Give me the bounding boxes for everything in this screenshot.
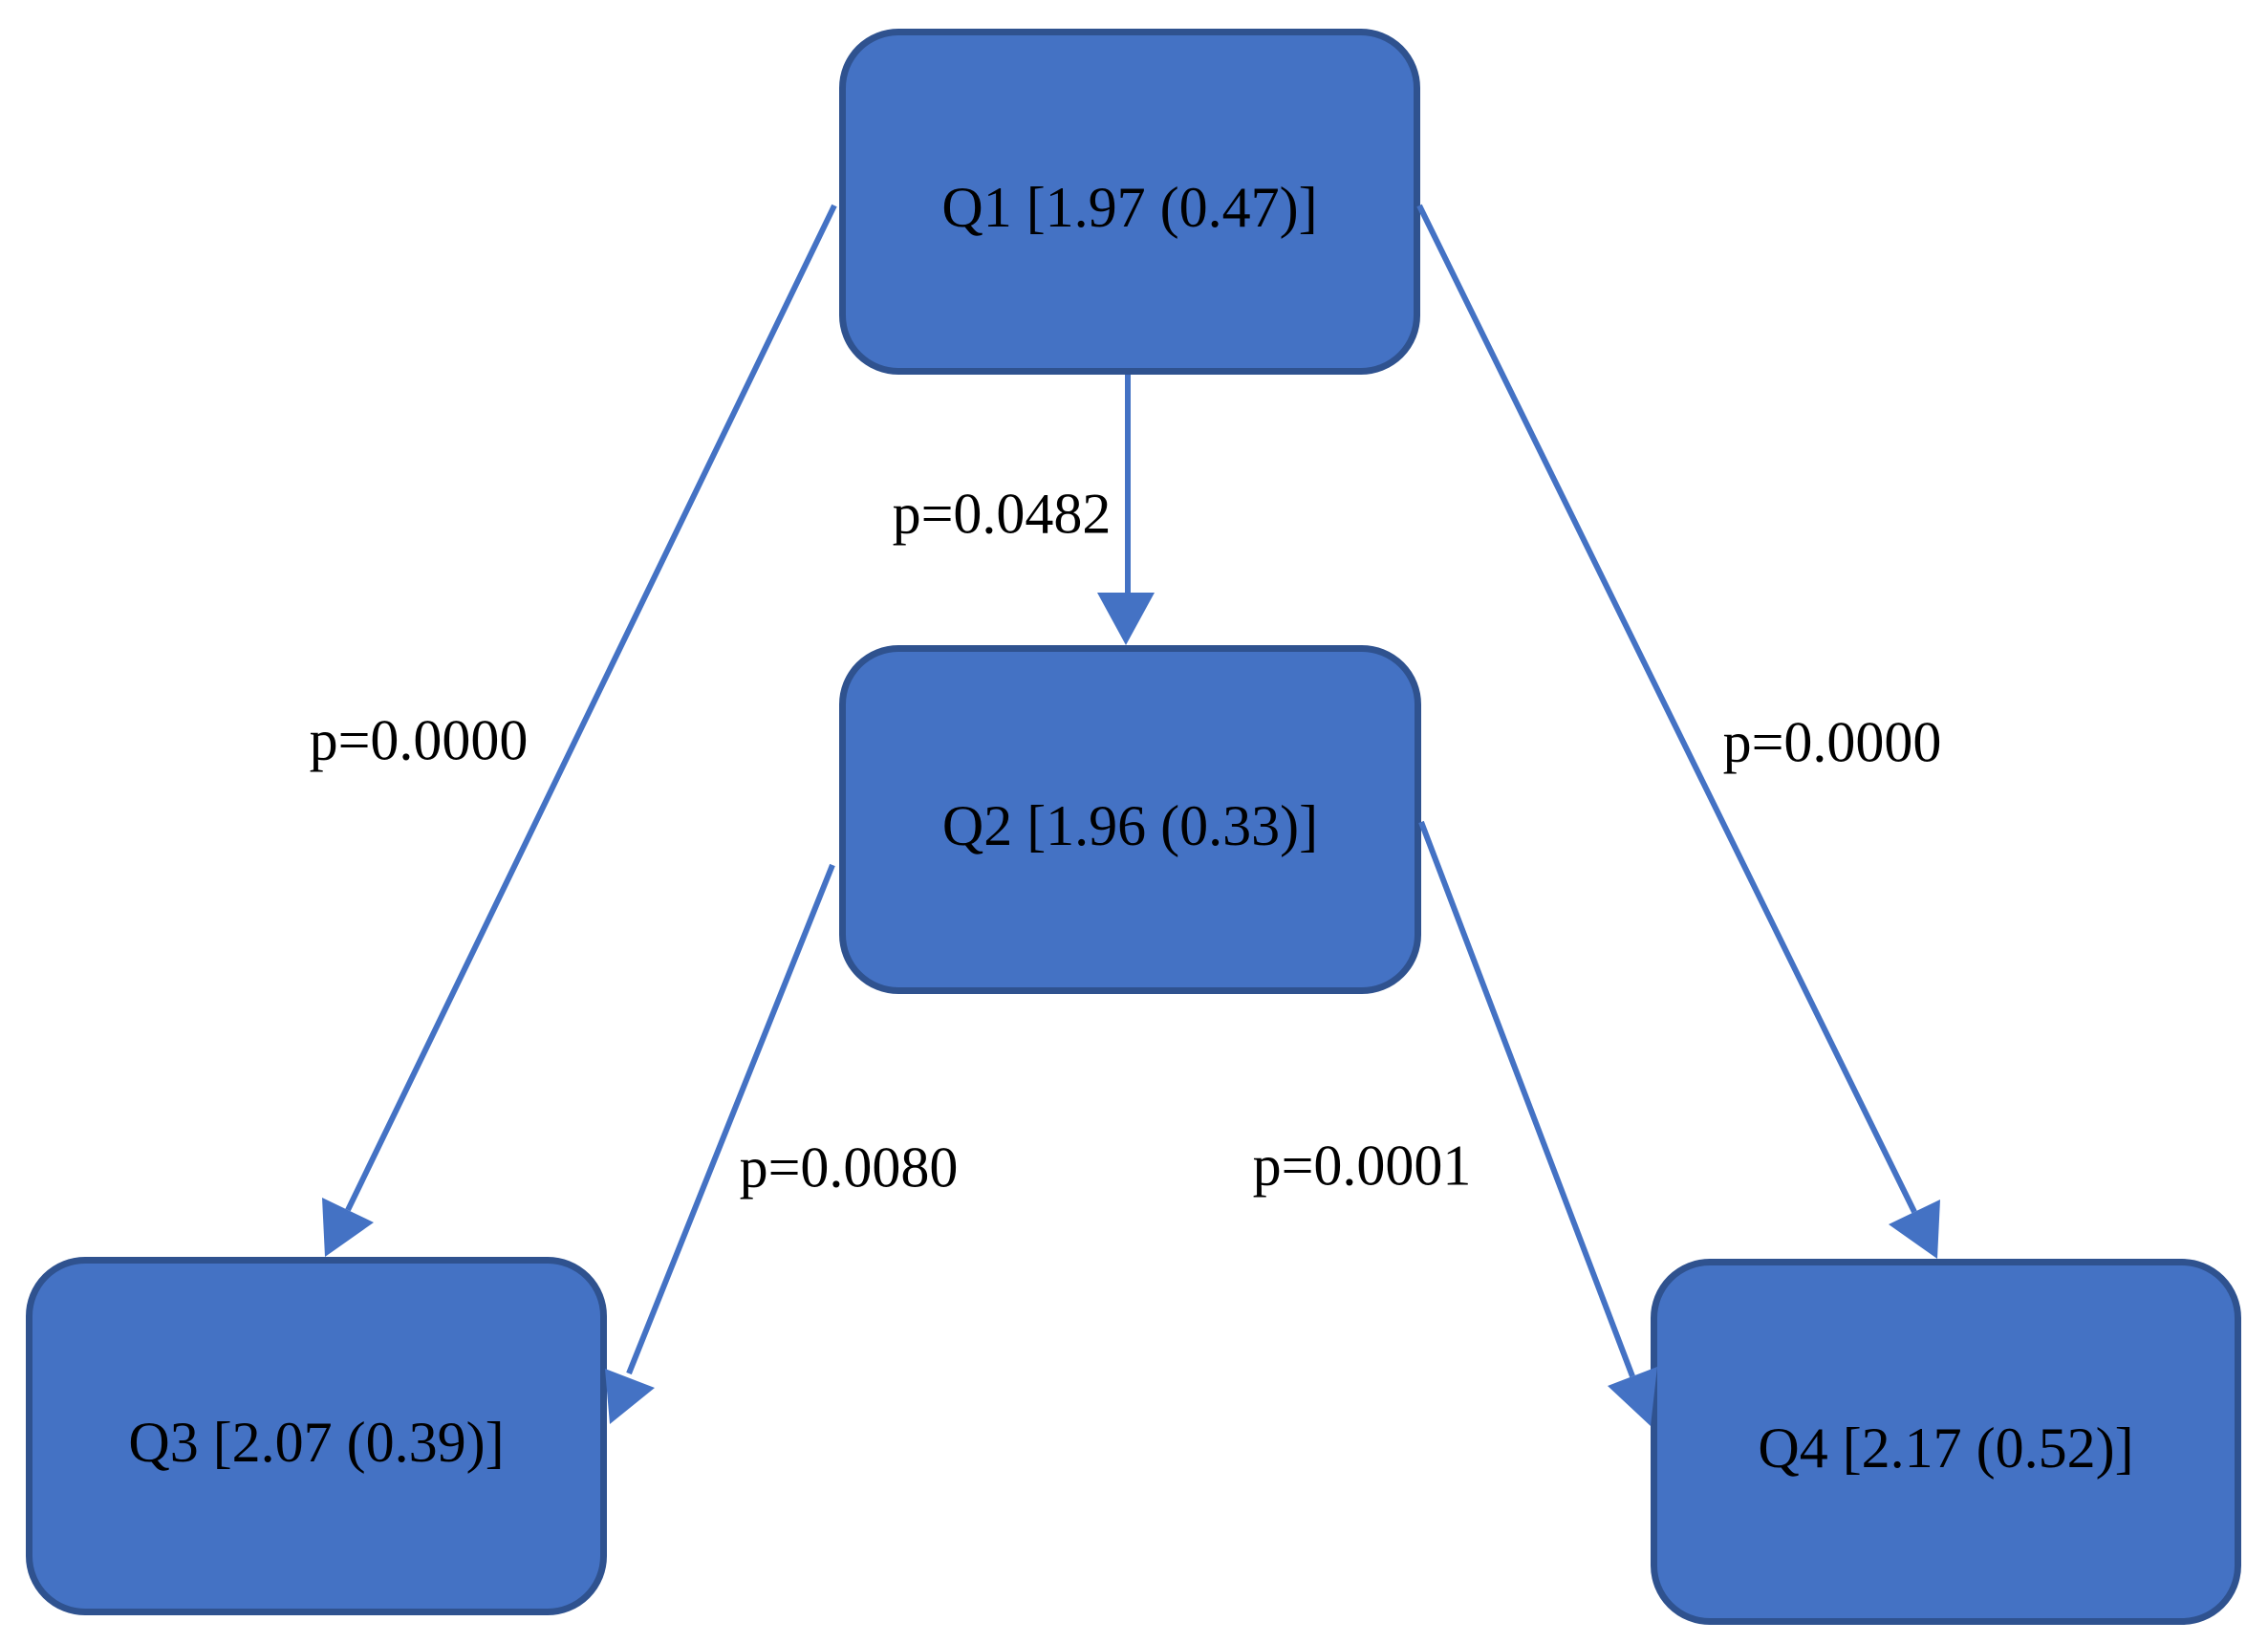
edge-label-q2-q3: p=0.0080 [739, 1135, 959, 1200]
edge-q2-q4-arrow [1418, 820, 1657, 1426]
arrowhead-q2-q3 [605, 1369, 655, 1424]
edge-label-q1-q2: p=0.0482 [892, 482, 1112, 546]
node-q4: Q4 [2.17 (0.52)] [1651, 1259, 2241, 1625]
node-q1-label: Q1 [1.97 (0.47)] [941, 176, 1318, 239]
edge-label-q1-q3: p=0.0000 [309, 708, 529, 772]
arrowhead-q1-q4 [1889, 1200, 1940, 1259]
node-q2-label: Q2 [1.96 (0.33)] [941, 793, 1319, 857]
node-q3-label: Q3 [2.07 (0.39)] [128, 1410, 505, 1474]
arrowhead-q1-q3 [322, 1198, 374, 1257]
node-q3: Q3 [2.07 (0.39)] [26, 1257, 607, 1615]
node-q2: Q2 [1.96 (0.33)] [839, 645, 1421, 994]
arrowhead-q1-q2 [1097, 593, 1155, 645]
edge-label-q2-q4: p=0.0001 [1252, 1134, 1472, 1198]
node-q4-label: Q4 [2.17 (0.52)] [1758, 1416, 2134, 1480]
edge-label-q1-q4: p=0.0000 [1722, 710, 1942, 774]
node-q1: Q1 [1.97 (0.47)] [839, 29, 1420, 375]
